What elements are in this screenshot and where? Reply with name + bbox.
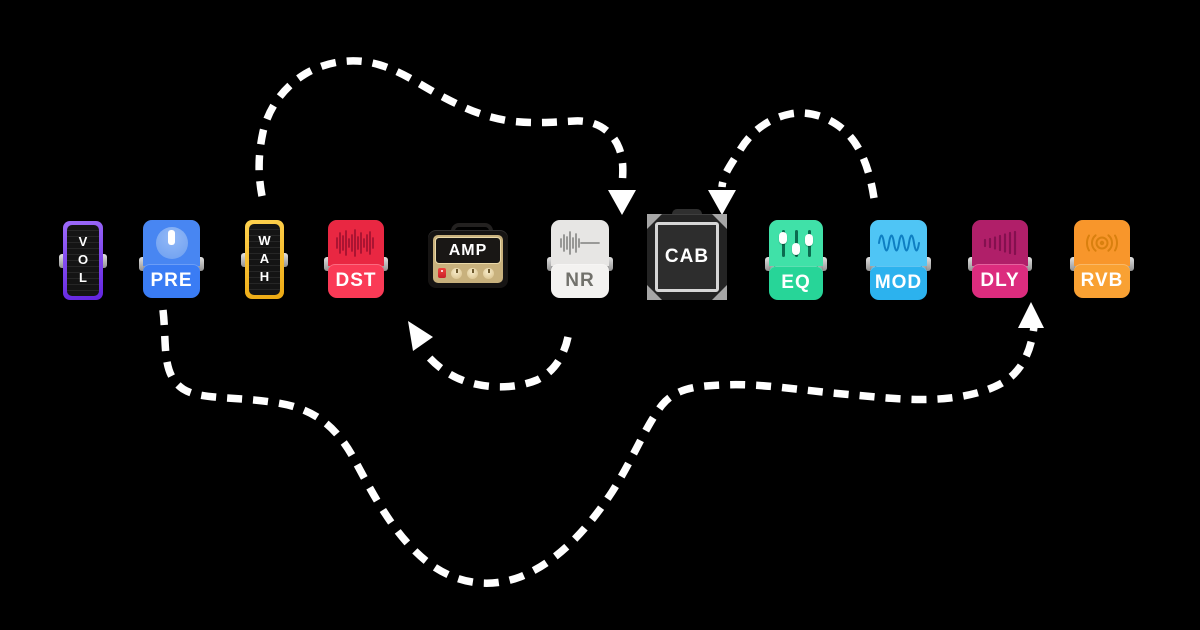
arrowhead-into-dst bbox=[408, 321, 433, 351]
sliders-icon bbox=[769, 220, 823, 266]
amp-knob-icon bbox=[467, 267, 478, 279]
sine-wave-icon bbox=[877, 234, 920, 252]
pedal-label: PRE bbox=[143, 264, 200, 298]
power-switch-icon bbox=[438, 268, 446, 278]
pedal-body: PRE bbox=[143, 220, 200, 298]
cab-label: CAB bbox=[655, 222, 719, 292]
speaker-cabinet[interactable]: CAB bbox=[647, 209, 727, 300]
pedal-label: EQ bbox=[769, 266, 823, 300]
dashed-arrow-pre-to-dly bbox=[159, 309, 1038, 587]
pedal-distortion[interactable]: DST bbox=[324, 220, 388, 298]
amp-knob-icon bbox=[483, 267, 494, 279]
pedal-delay[interactable]: DLY bbox=[968, 220, 1032, 298]
treadle-icon: WAH bbox=[245, 220, 284, 299]
amp-panel: AMP bbox=[433, 235, 503, 283]
pedal-body: DST bbox=[328, 220, 384, 298]
pedal-volume[interactable]: VOL bbox=[59, 221, 107, 300]
pedal-equalizer[interactable]: EQ bbox=[765, 220, 827, 300]
pedal-wah[interactable]: WAH bbox=[241, 220, 288, 299]
pedal-label: RVB bbox=[1074, 264, 1130, 298]
pedal-label: VOL bbox=[75, 233, 91, 288]
dashed-arrow-into-cab bbox=[718, 109, 878, 199]
gate-waveform-icon bbox=[560, 231, 600, 255]
pedal-noise-reduction[interactable]: NR bbox=[547, 220, 613, 298]
pedal-body: EQ bbox=[769, 220, 823, 300]
amp-label: AMP bbox=[435, 237, 501, 264]
pedal-preamp[interactable]: PRE bbox=[139, 220, 204, 298]
arrowhead-into-nr bbox=[608, 190, 636, 215]
pedal-reverb[interactable]: RVB bbox=[1070, 220, 1134, 298]
pedal-label: DST bbox=[328, 264, 384, 298]
pedal-label: WAH bbox=[257, 232, 272, 287]
dashed-arrow-wah-to-nr bbox=[255, 57, 627, 197]
arrowhead-into-cab bbox=[708, 190, 736, 215]
amp-knob-icon bbox=[451, 267, 462, 279]
pedal-label: NR bbox=[551, 264, 609, 298]
pedal-label: MOD bbox=[870, 266, 927, 300]
reverb-arcs-icon bbox=[1086, 234, 1118, 252]
amp-head[interactable]: AMP bbox=[428, 223, 508, 288]
echo-bars-icon bbox=[983, 230, 1017, 256]
distortion-waveform-icon bbox=[336, 229, 374, 257]
arrowhead-into-dly bbox=[1018, 302, 1044, 328]
treadle-icon: VOL bbox=[63, 221, 103, 300]
pedal-modulation[interactable]: MOD bbox=[866, 220, 931, 300]
pedal-body: DLY bbox=[972, 220, 1028, 298]
pedal-body: NR bbox=[551, 220, 609, 298]
knob-icon bbox=[155, 227, 188, 259]
dashed-arrow-nr-to-dst bbox=[423, 336, 572, 391]
amp-knobs-icon bbox=[435, 264, 501, 281]
pedal-label: DLY bbox=[972, 264, 1028, 298]
pedal-body: MOD bbox=[870, 220, 927, 300]
pedal-body: RVB bbox=[1074, 220, 1130, 298]
